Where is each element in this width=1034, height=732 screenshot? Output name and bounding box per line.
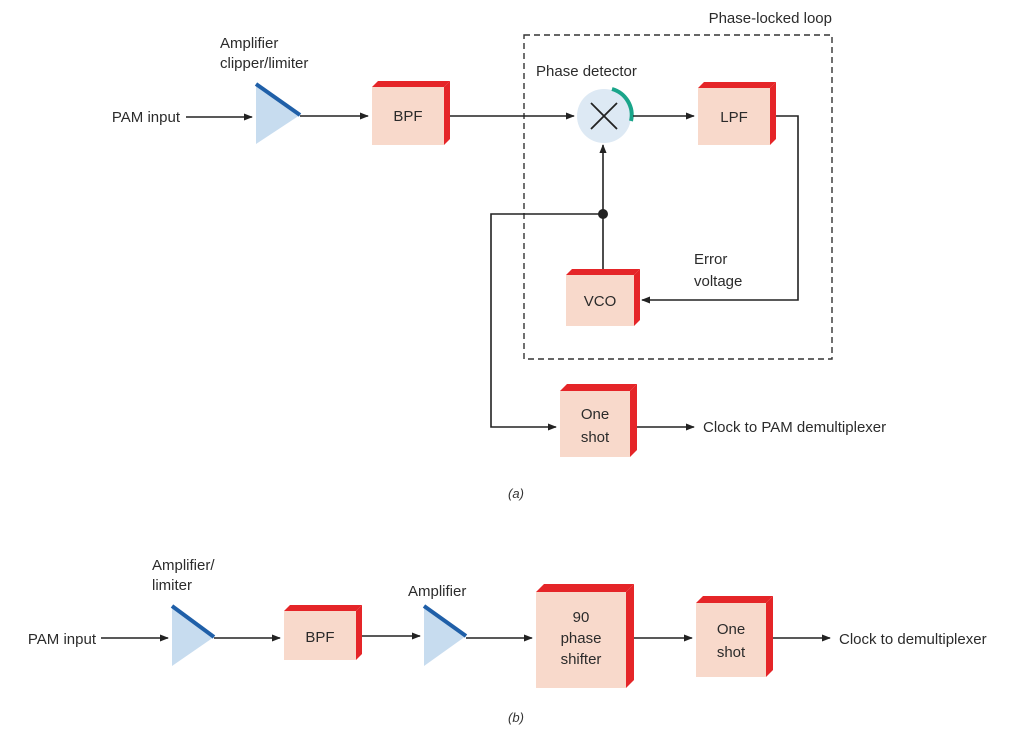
amplifier-icon: [254, 82, 302, 144]
one-shot-b-line2: shot: [717, 644, 746, 661]
amplifier-icon: [422, 604, 468, 666]
phase-detector-icon: [577, 87, 634, 143]
amplifier-label-a-line2: clipper/limiter: [220, 55, 308, 72]
caption-a: (a): [508, 486, 524, 501]
amplifier-icon: [170, 604, 216, 666]
amplifier1-label-b-line2: limiter: [152, 577, 192, 594]
phase-shifter-line3: shifter: [561, 651, 602, 668]
one-shot-b-line1: One: [717, 621, 745, 638]
phase-detector-label: Phase detector: [536, 63, 637, 80]
error-voltage-label-line1: Error: [694, 251, 727, 268]
phase-shifter-line1: 90: [573, 609, 590, 626]
bpf-block-b: BPF: [284, 605, 362, 660]
output-label-b: Clock to demultiplexer: [839, 631, 987, 648]
caption-b: (b): [508, 710, 524, 725]
one-shot-block-a: One shot: [560, 384, 637, 457]
vco-block: VCO: [566, 269, 640, 326]
lpf-label: LPF: [720, 109, 748, 126]
one-shot-block-b: One shot: [696, 596, 773, 677]
pll-label: Phase-locked loop: [709, 10, 832, 27]
bpf-label-b: BPF: [305, 629, 334, 646]
vco-label: VCO: [584, 293, 617, 310]
phase-shifter-block: 90 phase shifter: [536, 584, 634, 688]
error-voltage-label-line2: voltage: [694, 273, 742, 290]
pll-boundary: [523, 34, 833, 360]
pam-input-label-a: PAM input: [112, 109, 181, 126]
pam-input-label-b: PAM input: [28, 631, 97, 648]
diagram-b: PAM input Amplifier/ limiter BPF Amplifi…: [28, 557, 987, 725]
bpf-label-a: BPF: [393, 108, 422, 125]
diagram-a: Phase-locked loop PAM input Amplifier cl…: [112, 10, 886, 501]
amplifier2-label-b: Amplifier: [408, 583, 466, 600]
amplifier1-label-b-line1: Amplifier/: [152, 557, 215, 574]
phase-shifter-line2: phase: [561, 630, 602, 647]
one-shot-a-line2: shot: [581, 429, 610, 446]
output-label-a: Clock to PAM demultiplexer: [703, 419, 886, 436]
amplifier-label-a-line1: Amplifier: [220, 35, 278, 52]
lpf-block: LPF: [698, 82, 776, 145]
one-shot-a-line1: One: [581, 406, 609, 423]
wire-lpf-to-vco: [641, 115, 799, 304]
wire-junction-to-one-shot: [490, 213, 603, 431]
bpf-block-a: BPF: [372, 81, 450, 145]
